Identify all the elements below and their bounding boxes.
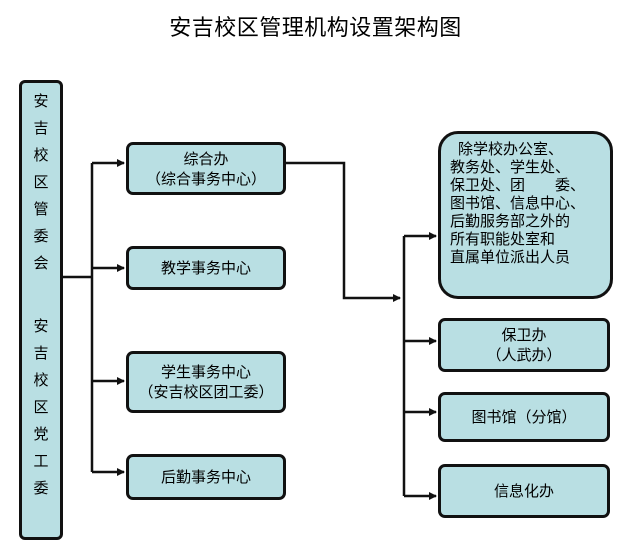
root-lower-char: 安 <box>33 317 49 335</box>
center-box-teaching-affairs: 教学事务中心 <box>126 246 286 290</box>
unit-box-library-branch: 图书馆（分馆） <box>438 392 610 442</box>
unit-label: 信息化办 <box>493 482 554 500</box>
center-label: 教学事务中心 <box>160 259 251 277</box>
root-box: 安 吉 校 区 管 委 会 安 吉 校 区 党 工 委 <box>19 80 63 540</box>
unit-text-line: 教务处、学生处、 <box>450 158 571 176</box>
root-lower-char: 工 <box>33 452 49 470</box>
center-label: 后勤事务中心 <box>160 468 251 486</box>
center-sublabel: （安吉校区团工委） <box>138 383 274 401</box>
unit-text-line: 图书馆、信息中心、 <box>450 194 586 212</box>
center-box-general-office: 综合办 （综合事务中心） <box>126 142 286 195</box>
center-label: 学生事务中心 <box>160 363 251 381</box>
root-lower-char: 党 <box>33 425 49 443</box>
center-label: 综合办 <box>183 149 229 168</box>
unit-box-informatization-office: 信息化办 <box>438 464 610 518</box>
center-box-logistics: 后勤事务中心 <box>126 454 286 500</box>
unit-label: 保卫办 <box>501 326 547 344</box>
unit-text-line: 除学校办公室、 <box>458 140 564 158</box>
unit-box-security-office: 保卫办 （人武办） <box>438 318 610 372</box>
root-upper-char: 吉 <box>33 119 49 137</box>
root-upper-char: 管 <box>33 200 49 218</box>
unit-text-line: 后勤服务部之外的 <box>450 212 571 230</box>
root-upper-char: 委 <box>33 227 49 245</box>
center-sublabel: （综合事务中心） <box>145 169 266 188</box>
root-upper-char: 区 <box>33 173 49 191</box>
unit-text-line: 直属单位派出人员 <box>450 248 571 266</box>
root-lower-char: 吉 <box>33 344 49 362</box>
connector-office-to-units <box>285 161 401 302</box>
unit-label: 图书馆（分馆） <box>471 408 577 426</box>
root-lower-char: 校 <box>33 371 49 389</box>
root-lower-char: 委 <box>33 479 49 497</box>
root-upper-char: 安 <box>33 92 49 110</box>
unit-box-dispatched-staff: 除学校办公室、 教务处、学生处、 保卫处、团 委、 图书馆、信息中心、 后勤服务… <box>438 131 613 299</box>
root-lower-char: 区 <box>33 398 49 416</box>
root-upper-char: 会 <box>33 254 49 272</box>
root-upper-char: 校 <box>33 146 49 164</box>
unit-text-line: 保卫处、团 委、 <box>450 176 586 194</box>
unit-text-line: 所有职能处室和 <box>450 230 556 248</box>
center-box-student-affairs: 学生事务中心 （安吉校区团工委） <box>126 351 286 413</box>
diagram-title: 安吉校区管理机构设置架构图 <box>169 16 462 41</box>
unit-sublabel: （人武办） <box>486 346 562 364</box>
